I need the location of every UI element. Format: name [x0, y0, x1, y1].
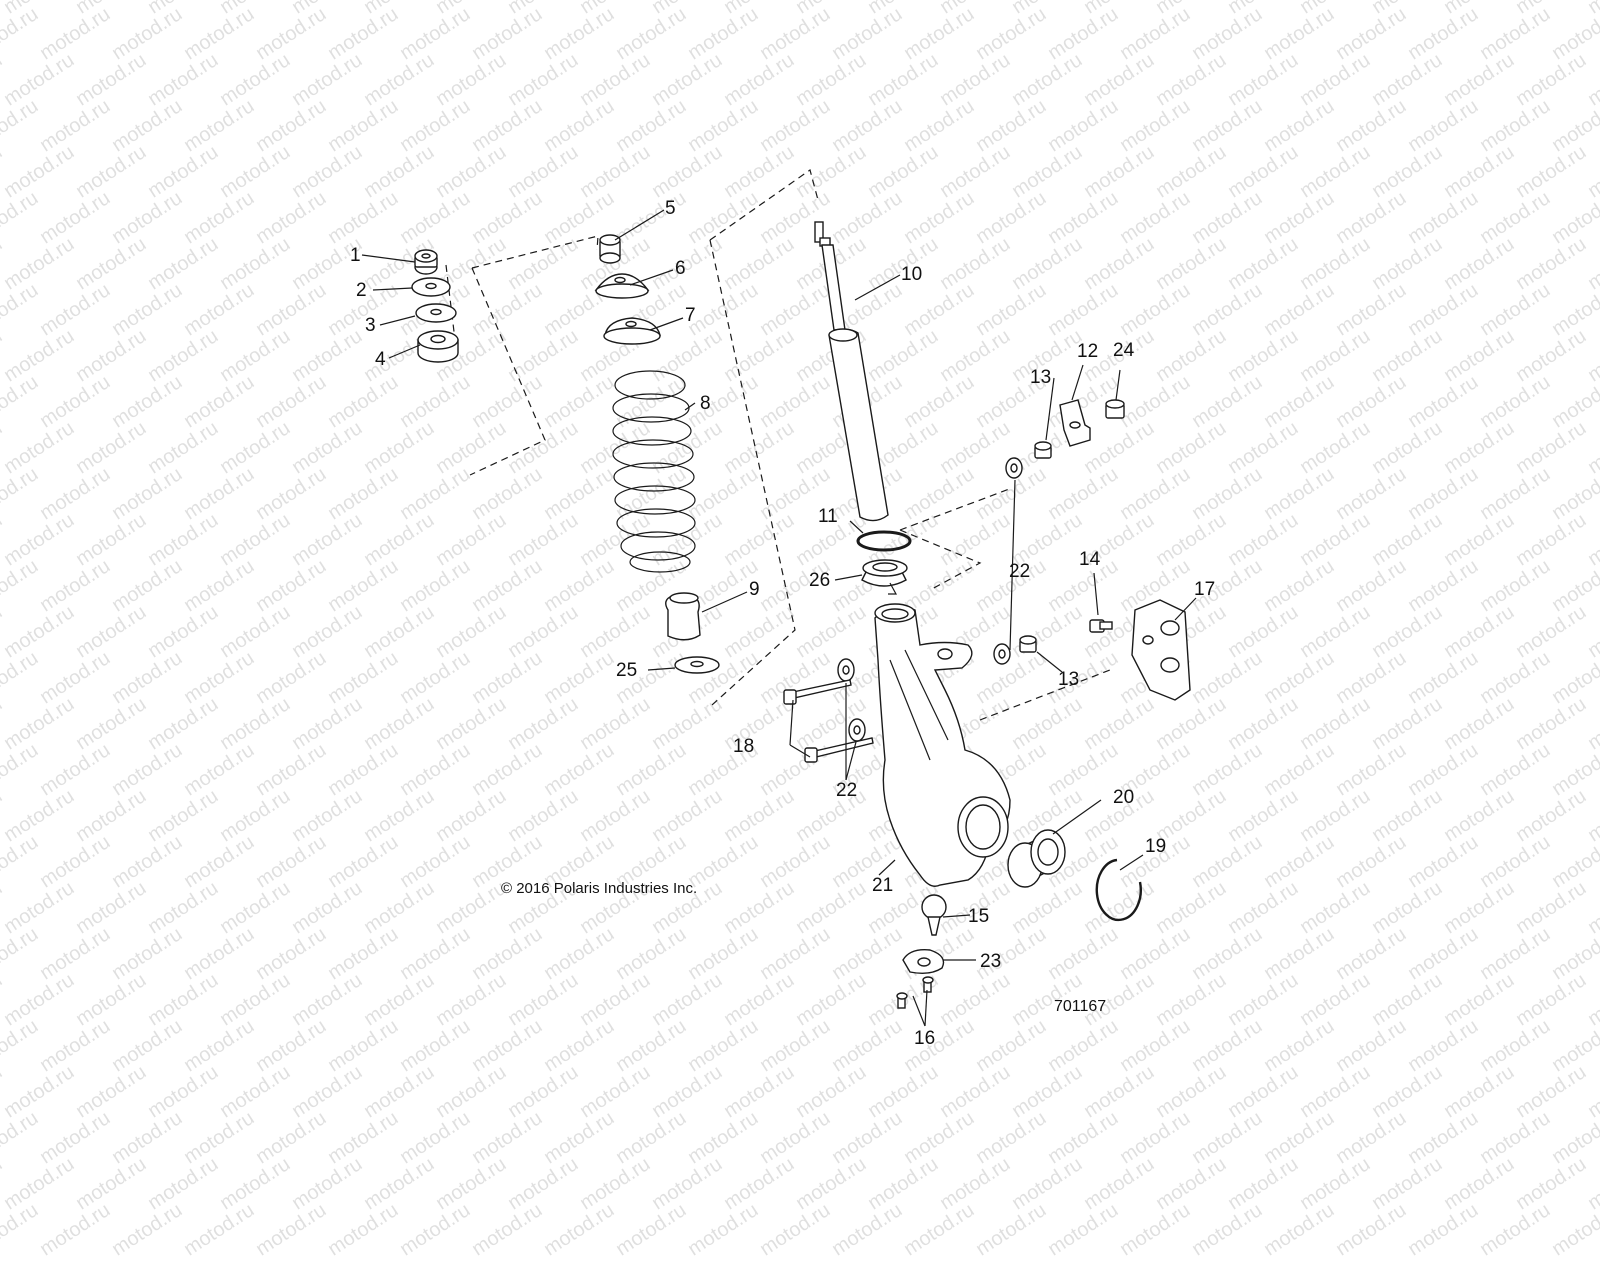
- callout-10: 10: [901, 264, 923, 285]
- callout-22-upper: 22: [1009, 561, 1031, 582]
- part-20-bearing: [1007, 829, 1066, 888]
- callout-14: 14: [1079, 549, 1101, 570]
- watermark-text: motod.ru: [756, 1199, 835, 1261]
- caliper-guide: [979, 669, 1111, 721]
- diagram-number: 701167: [1054, 998, 1107, 1015]
- watermark-text: motod.ru: [1476, 1199, 1555, 1261]
- callout-13-upper: 13: [1030, 367, 1052, 388]
- watermark-text: motod.ru: [540, 1199, 619, 1261]
- callout-15: 15: [968, 906, 990, 927]
- part-6-retainer-cup: [594, 273, 650, 299]
- callout-8: 8: [700, 393, 711, 414]
- callout-13-lower: 13: [1058, 669, 1080, 690]
- callout-23: 23: [980, 951, 1002, 972]
- watermark-text: motod.ru: [1404, 1199, 1483, 1261]
- watermark-text: motod.ru: [1332, 1199, 1411, 1261]
- part-26-lower-seat: [861, 559, 908, 595]
- part-7-spring-seat: [603, 317, 661, 345]
- part-23-plate: [902, 949, 945, 975]
- part-18-bolts: [783, 679, 874, 763]
- part-19-snap-ring: [1095, 858, 1142, 922]
- part-21-steering-knuckle: [874, 603, 1011, 887]
- watermark-text: motod.ru: [828, 1199, 907, 1261]
- watermark-text: motod.ru: [1116, 1199, 1195, 1261]
- callout-12: 12: [1077, 341, 1099, 362]
- part-2-washer: [411, 277, 451, 297]
- leader-lines: [361, 209, 1197, 1027]
- callout-3: 3: [365, 315, 376, 336]
- washer-stack-guide: [445, 264, 456, 341]
- part-8-coil-spring: [612, 370, 696, 573]
- callout-19: 19: [1145, 836, 1167, 857]
- callout-9: 9: [749, 579, 760, 600]
- watermark-text: motod.ru: [972, 1199, 1051, 1261]
- part-16-screws: [896, 976, 934, 1009]
- part-22-washer-bottom: [993, 643, 1011, 665]
- spring-group-boundary-left: [709, 239, 796, 706]
- watermark-text: motod.ru: [1260, 1199, 1339, 1261]
- part-13-nut-lower: [1019, 635, 1037, 653]
- watermark-text: motod.ru: [0, 1199, 43, 1261]
- callout-17: 17: [1194, 579, 1216, 600]
- watermark-text: motod.ru: [612, 1199, 691, 1261]
- part-10-shock-absorber: [814, 221, 889, 522]
- watermark-text: motod.ru: [900, 1199, 979, 1261]
- callout-26: 26: [809, 570, 831, 591]
- callout-4: 4: [375, 349, 386, 370]
- part-24-nut: [1105, 399, 1125, 419]
- part-22-washer-top: [1005, 457, 1023, 651]
- part-15-ball-joint: [921, 894, 947, 936]
- callout-25: 25: [616, 660, 638, 681]
- callout-20: 20: [1113, 787, 1135, 808]
- watermark-text: motod.ru: [1188, 1199, 1267, 1261]
- part-4-bushing: [417, 330, 459, 363]
- part-1-nut: [414, 249, 438, 275]
- watermark-text: motod.ru: [396, 1199, 475, 1261]
- copyright-text: © 2016 Polaris Industries Inc.: [501, 880, 698, 897]
- watermark-text: motod.ru: [1548, 1199, 1600, 1261]
- callout-18: 18: [733, 736, 755, 757]
- watermark-text: motod.ru: [108, 1199, 187, 1261]
- part-25-washer: [674, 656, 720, 674]
- watermark-text: motod.ru: [252, 1199, 331, 1261]
- callout-5: 5: [665, 198, 676, 219]
- callout-16: 16: [914, 1028, 936, 1049]
- watermark-text: motod.ru: [324, 1199, 403, 1261]
- part-17-caliper-bracket: [1131, 599, 1191, 701]
- callout-7: 7: [685, 305, 696, 326]
- part-12-clip: [1059, 399, 1091, 447]
- callout-21: 21: [872, 875, 894, 896]
- part-5-nut: [599, 234, 621, 264]
- watermark-text: motod.ru: [1044, 1199, 1123, 1261]
- spring-group-boundary: [709, 169, 819, 241]
- callout-11: 11: [818, 506, 838, 527]
- callout-1: 1: [350, 245, 361, 266]
- mount-guide-2: [899, 529, 982, 591]
- part-9-bump-stop: [665, 592, 701, 641]
- watermark-text: motod.ru: [180, 1199, 259, 1261]
- mount-guide: [899, 487, 1013, 531]
- part-14-bolt: [1089, 619, 1113, 633]
- part-11-ring: [856, 530, 912, 552]
- part-13-nut-upper: [1034, 441, 1052, 459]
- callout-22-lower: 22: [836, 780, 858, 801]
- callout-24: 24: [1113, 340, 1135, 361]
- upper-mount-boundary: [471, 235, 599, 269]
- watermark-text: motod.ru: [684, 1199, 763, 1261]
- callout-6: 6: [675, 258, 686, 279]
- callout-2: 2: [356, 280, 367, 301]
- part-3-washer: [415, 303, 457, 323]
- part-22-washers-left: [837, 658, 866, 742]
- watermark-text: motod.ru: [468, 1199, 547, 1261]
- watermark-text: motod.ru: [36, 1199, 115, 1261]
- parts-drawing: [361, 169, 1197, 1027]
- upper-mount-boundary-left: [469, 267, 546, 476]
